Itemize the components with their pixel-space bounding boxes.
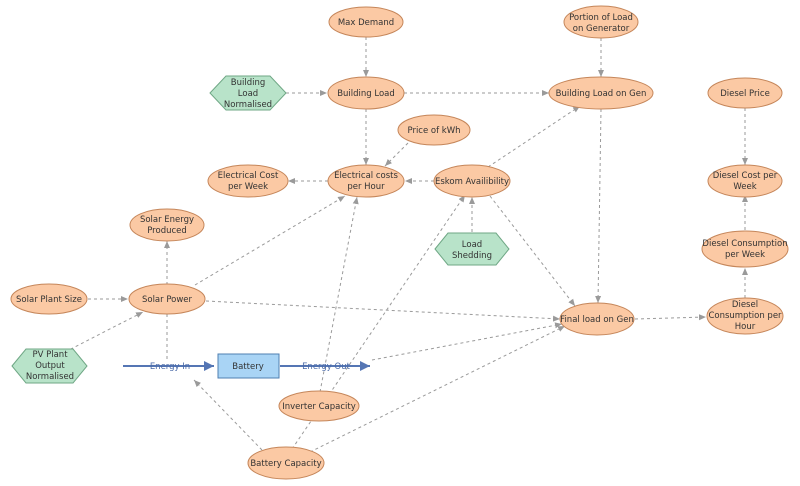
node-label: per Week (228, 182, 268, 192)
link-price-eleccost (384, 142, 409, 167)
node-label: Consumption per (708, 311, 782, 321)
node-label: Hour (735, 322, 756, 332)
node-label: Output (35, 361, 65, 371)
node-inverter-capacity[interactable]: Inverter Capacity (278, 390, 360, 422)
node-label: Diesel (732, 300, 758, 310)
node-building-load[interactable]: Building Load (327, 76, 405, 110)
causal-links (64, 37, 748, 453)
node-label: Load (238, 89, 258, 99)
link-buildinggen-finalload (595, 108, 602, 304)
node-diesel-cost-per-week[interactable]: Diesel Cost per Week (707, 164, 783, 198)
node-building-load-normalised[interactable]: Building Load Normalised (209, 75, 287, 111)
node-solar-plant-size[interactable]: Solar Plant Size (10, 283, 88, 315)
node-solar-energy-produced[interactable]: Solar Energy Produced (129, 208, 205, 242)
node-label: Battery Capacity (250, 459, 321, 469)
node-label: Eskom Availibility (435, 177, 509, 187)
flow-label-energy-out: Energy Out (302, 362, 351, 372)
node-label: Diesel Consumption (702, 239, 787, 249)
node-label: per Hour (347, 182, 385, 192)
node-diesel-consumption-per-week[interactable]: Diesel Consumption per Week (701, 230, 789, 268)
node-pv-plant-output-normalised[interactable]: PV Plant Output Normalised (11, 348, 88, 384)
link-batterycap-energyin (193, 379, 263, 451)
link-batterycap-finalload (309, 325, 566, 453)
node-label: Produced (147, 226, 187, 236)
link-pvoutput-solarpower (64, 311, 144, 353)
node-label: Building Load (337, 89, 395, 99)
flow-label-energy-in: Energy In (150, 362, 190, 372)
link-energyout-finalload (371, 322, 563, 361)
node-solar-power[interactable]: Solar Power (128, 283, 206, 315)
node-label: Building Load on Gen (556, 89, 647, 99)
node-building-load-on-gen[interactable]: Building Load on Gen (548, 76, 654, 110)
node-label: Battery (232, 362, 263, 372)
link-finalload-dieselconshour (634, 314, 707, 321)
stock-battery[interactable]: Battery (217, 353, 280, 379)
node-diesel-consumption-per-hour[interactable]: Diesel Consumption per Hour (706, 297, 784, 335)
node-label: Portion of Load (569, 13, 633, 23)
node-label: Inverter Capacity (282, 402, 356, 412)
node-diesel-price[interactable]: Diesel Price (707, 77, 783, 109)
node-label: Max Demand (338, 18, 394, 28)
node-label: Diesel Cost per (713, 171, 778, 181)
link-eskom-buildinggen (487, 105, 581, 168)
node-label: Load (462, 240, 482, 250)
node-load-shedding[interactable]: Load Shedding (434, 232, 510, 266)
node-label: PV Plant (32, 350, 68, 360)
node-label: Normalised (26, 372, 74, 382)
node-portion-of-load-on-generator[interactable]: Portion of Load on Generator (563, 5, 639, 39)
node-price-of-kwh[interactable]: Price of kWh (397, 114, 471, 146)
node-electrical-cost-per-week[interactable]: Electrical Cost per Week (207, 164, 289, 198)
node-eskom-availibility[interactable]: Eskom Availibility (433, 164, 511, 198)
node-label: Building (231, 78, 265, 88)
node-max-demand[interactable]: Max Demand (328, 6, 404, 38)
node-label: Normalised (224, 100, 272, 110)
link-solarpower-eleccost (194, 195, 346, 286)
node-label: Solar Energy (140, 215, 194, 225)
node-label: on Generator (573, 24, 630, 34)
node-electrical-costs-per-hour[interactable]: Electrical costs per Hour (327, 164, 405, 198)
node-final-load-on-gen[interactable]: Final load on Gen (559, 302, 635, 336)
node-label: Shedding (452, 251, 492, 261)
node-label: Solar Plant Size (16, 295, 82, 305)
node-battery-capacity[interactable]: Battery Capacity (247, 446, 325, 480)
node-label: Electrical costs (334, 171, 398, 181)
node-label: Final load on Gen (560, 315, 634, 325)
node-label: Diesel Price (720, 89, 770, 99)
node-label: per Week (725, 250, 765, 260)
link-eskom-finalload (489, 195, 576, 307)
node-label: Solar Power (142, 295, 193, 305)
node-label: Electrical Cost (218, 171, 279, 181)
link-solarpower-finalload (205, 300, 561, 322)
node-label: Price of kWh (407, 126, 460, 136)
node-label: Week (733, 182, 756, 192)
